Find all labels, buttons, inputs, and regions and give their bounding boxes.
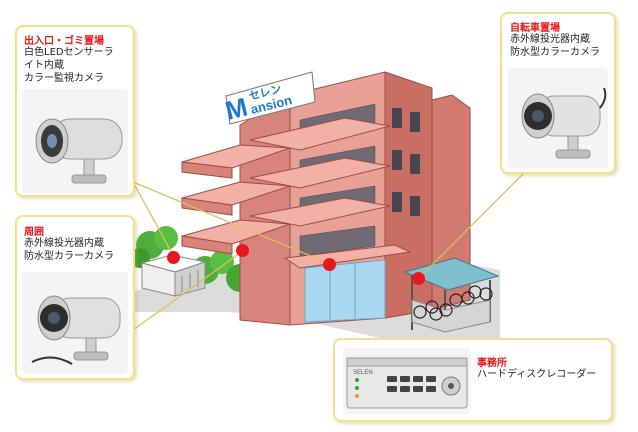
callout-perimeter-line: 防水型カラーカメラ — [24, 251, 114, 262]
callout-entrance-line: 白色LEDセンサーラ — [24, 47, 114, 58]
callout-bicycle: 自転車置場 赤外線投光器内蔵 防水型カラーカメラ — [500, 12, 616, 174]
camera-marker-entrance — [323, 258, 336, 271]
camera-marker-bicycle — [412, 272, 425, 285]
callout-perimeter-title: 周囲 — [24, 227, 44, 238]
recorder-brand: SELEN — [353, 370, 373, 376]
leader-lines — [132, 171, 526, 331]
callout-office-title: 事務所 — [477, 358, 507, 369]
callout-office-line: ハードディスクレコーダー — [477, 369, 597, 380]
callout-perimeter: 周囲 赤外線投光器内蔵 防水型カラーカメラ — [15, 215, 135, 380]
waterproof-camera-photo — [22, 272, 128, 374]
callout-bicycle-line: 防水型カラーカメラ — [510, 47, 600, 58]
callout-perimeter-line: 赤外線投光器内蔵 — [24, 238, 104, 249]
bicycle-shelter — [403, 257, 500, 333]
camera-marker-garbage — [167, 251, 180, 264]
callout-entrance: 出入口・ゴミ置場 白色LEDセンサーラ イト内蔵 カラー監視カメラ — [15, 25, 135, 197]
ir-camera-photo — [508, 68, 608, 168]
camera-marker-perimeter — [236, 244, 249, 257]
callout-bicycle-line: 赤外線投光器内蔵 — [510, 34, 590, 45]
callout-bicycle-title: 自転車置場 — [510, 23, 560, 34]
callout-office: SELEN 事務所 ハードディスクレコーダー — [333, 338, 613, 422]
callout-entrance-line: カラー監視カメラ — [24, 73, 104, 84]
hdd-recorder-photo: SELEN — [343, 348, 471, 414]
callout-entrance-title: 出入口・ゴミ置場 — [24, 36, 104, 47]
callout-entrance-line: イト内蔵 — [24, 60, 64, 71]
led-camera-photo — [22, 89, 128, 193]
